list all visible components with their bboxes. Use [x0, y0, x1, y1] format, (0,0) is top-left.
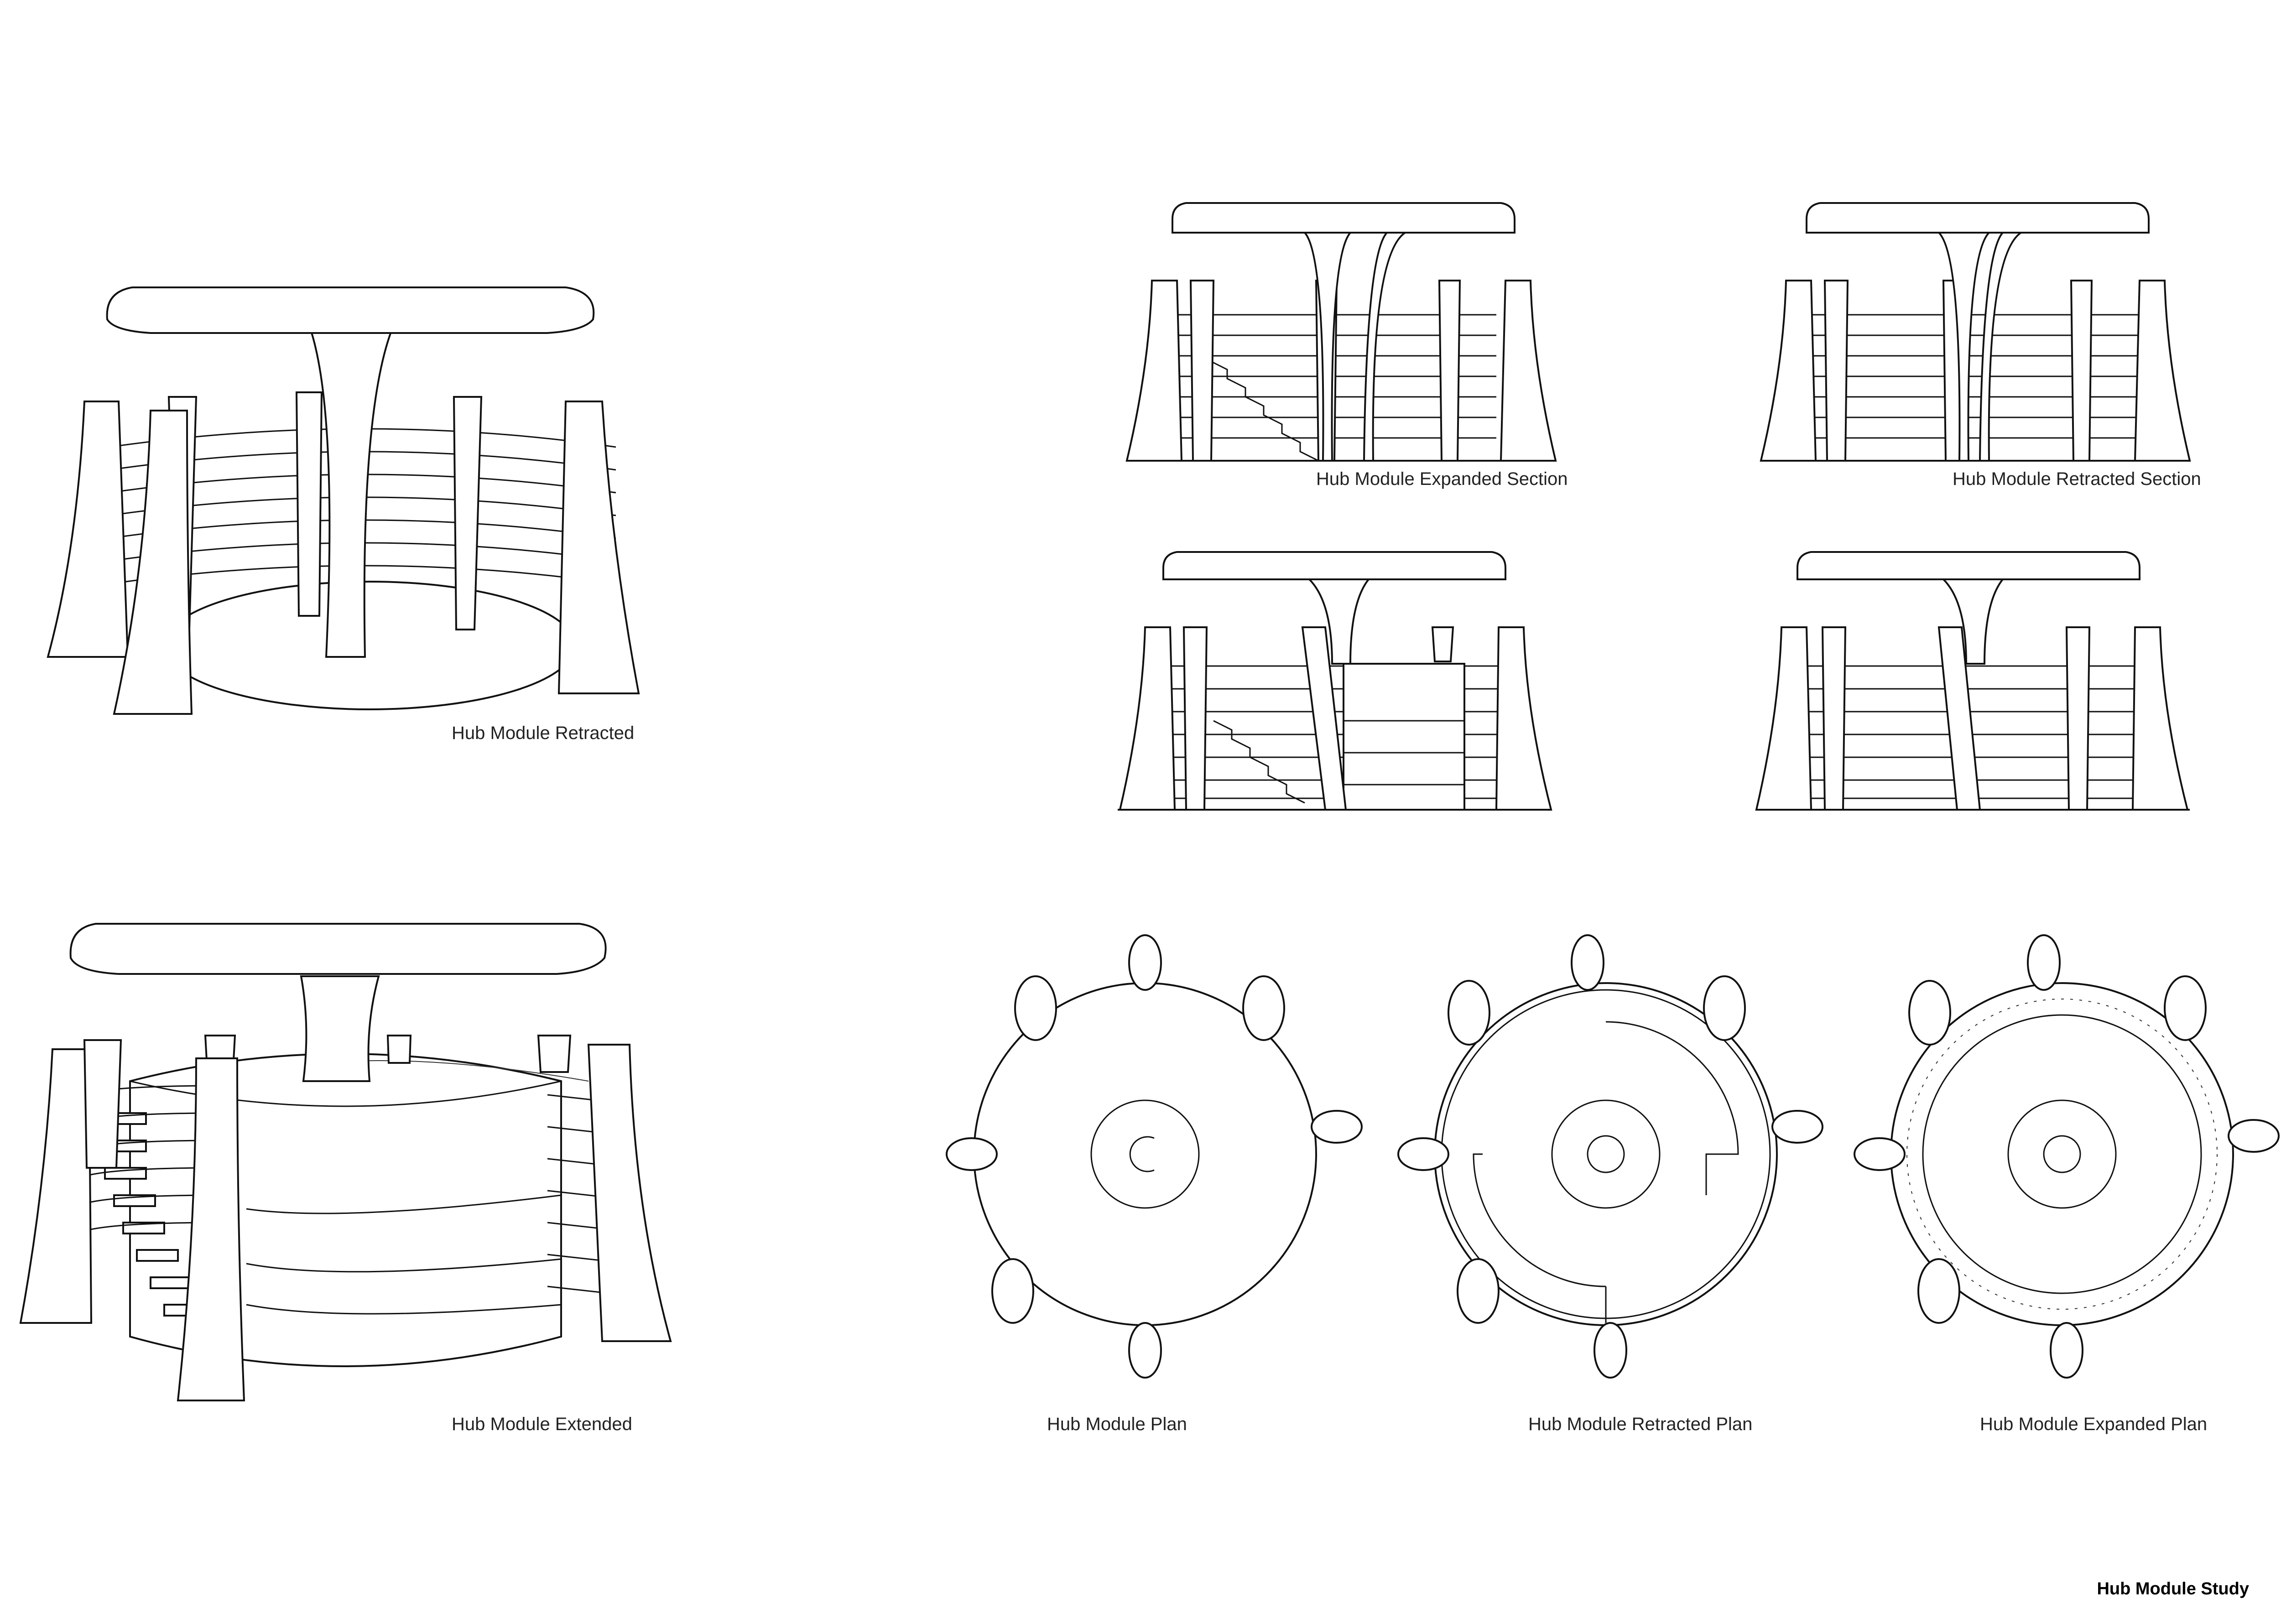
plan-core-ring: [1090, 1099, 1200, 1209]
section-columns: [1760, 280, 2191, 462]
central-stem: [309, 328, 394, 658]
caption-retracted-section: Hub Module Retracted Section: [1953, 469, 2201, 489]
expanded-elevation-drawing: [1118, 551, 1552, 811]
retracted-plan-drawing: [1397, 934, 1823, 1379]
extended-perspective-drawing: [19, 923, 672, 1401]
caption-retracted-plan: Hub Module Retracted Plan: [1528, 1414, 1753, 1434]
ext-central-stem: [300, 975, 380, 1082]
caption-expanded-section: Hub Module Expanded Section: [1316, 469, 1568, 489]
caption-retracted: Hub Module Retracted: [452, 723, 635, 743]
columns: [47, 391, 640, 715]
canopy: [106, 286, 595, 334]
plan-core-arc: [1129, 1136, 1155, 1172]
sheet-title: Hub Module Study: [2097, 1579, 2249, 1598]
elev-columns: [1755, 626, 2189, 811]
expanded-plan-pods: [1854, 934, 2280, 1379]
retracted-inner-path: [1605, 1021, 1739, 1195]
floor-disc: [163, 581, 576, 710]
caption-extended: Hub Module Extended: [452, 1414, 632, 1434]
section-stair: [1195, 341, 1319, 462]
expanded-section-drawing: [1125, 202, 1557, 462]
section-columns: [1125, 280, 1557, 462]
plan-pods: [946, 934, 1363, 1379]
retracted-section-drawing: [1760, 202, 2191, 462]
ext-columns: [19, 1035, 672, 1401]
expanded-plan-drawing: [1854, 934, 2280, 1379]
enclosure-block: [1343, 663, 1465, 811]
ext-canopy: [69, 923, 607, 975]
plan-drawing: [946, 934, 1363, 1379]
caption-plan: Hub Module Plan: [1047, 1414, 1187, 1434]
elev-columns: [1119, 626, 1552, 811]
retracted-plan-pods: [1397, 934, 1823, 1379]
elev-stair: [1213, 720, 1305, 804]
section-canopy: [1172, 202, 1515, 234]
retracted-perspective-drawing: [47, 286, 640, 715]
caption-expanded-plan: Hub Module Expanded Plan: [1980, 1414, 2208, 1434]
retracted-elevation-drawing: [1755, 551, 2190, 811]
